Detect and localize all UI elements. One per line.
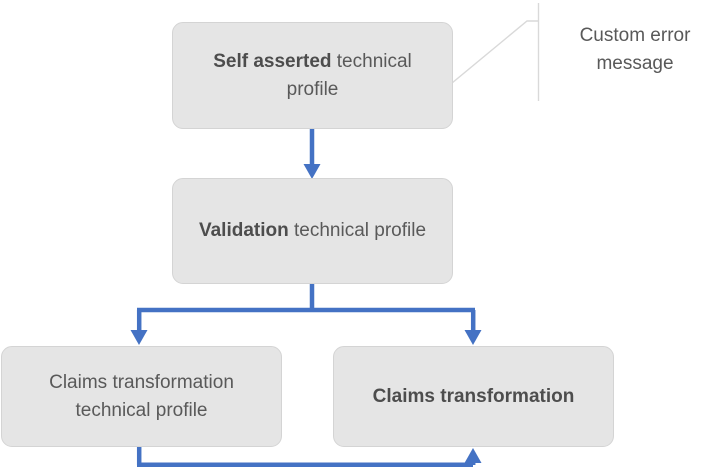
node-label-bold: Validation	[198, 220, 289, 242]
node-label: Validation technical profile	[187, 217, 438, 245]
node-label: Claims transformation	[348, 383, 599, 411]
node-validation-technical-profile[interactable]: Validation technical profile	[172, 178, 453, 284]
node-self-asserted-technical-profile[interactable]: Self asserted technical profile	[172, 22, 453, 129]
node-label-bold: Claims transformation	[372, 385, 575, 407]
arrow-self-asserted-to-validation	[303, 129, 321, 179]
node-label: Self asserted technical profile	[187, 48, 438, 103]
node-label: Claims transformation technical profile	[16, 369, 267, 424]
node-label-plain: technical profile	[288, 220, 427, 242]
node-claims-transformation-technical-profile[interactable]: Claims transformation technical profile	[1, 346, 282, 447]
node-label-plain: technical profile	[286, 50, 412, 100]
callout-line-1: Custom error	[579, 25, 691, 46]
callout-custom-error-message: Custom error message	[549, 22, 721, 77]
node-claims-transformation[interactable]: Claims transformation	[333, 346, 614, 447]
callout-line-2: message	[596, 52, 674, 74]
node-label-bold: Self asserted	[213, 50, 332, 72]
arrow-claims-transformation-loop	[136, 447, 482, 468]
arrow-validation-branch	[130, 284, 482, 345]
callout-leader-line	[451, 3, 540, 101]
node-label-plain: Claims transformation technical profile	[49, 371, 234, 421]
